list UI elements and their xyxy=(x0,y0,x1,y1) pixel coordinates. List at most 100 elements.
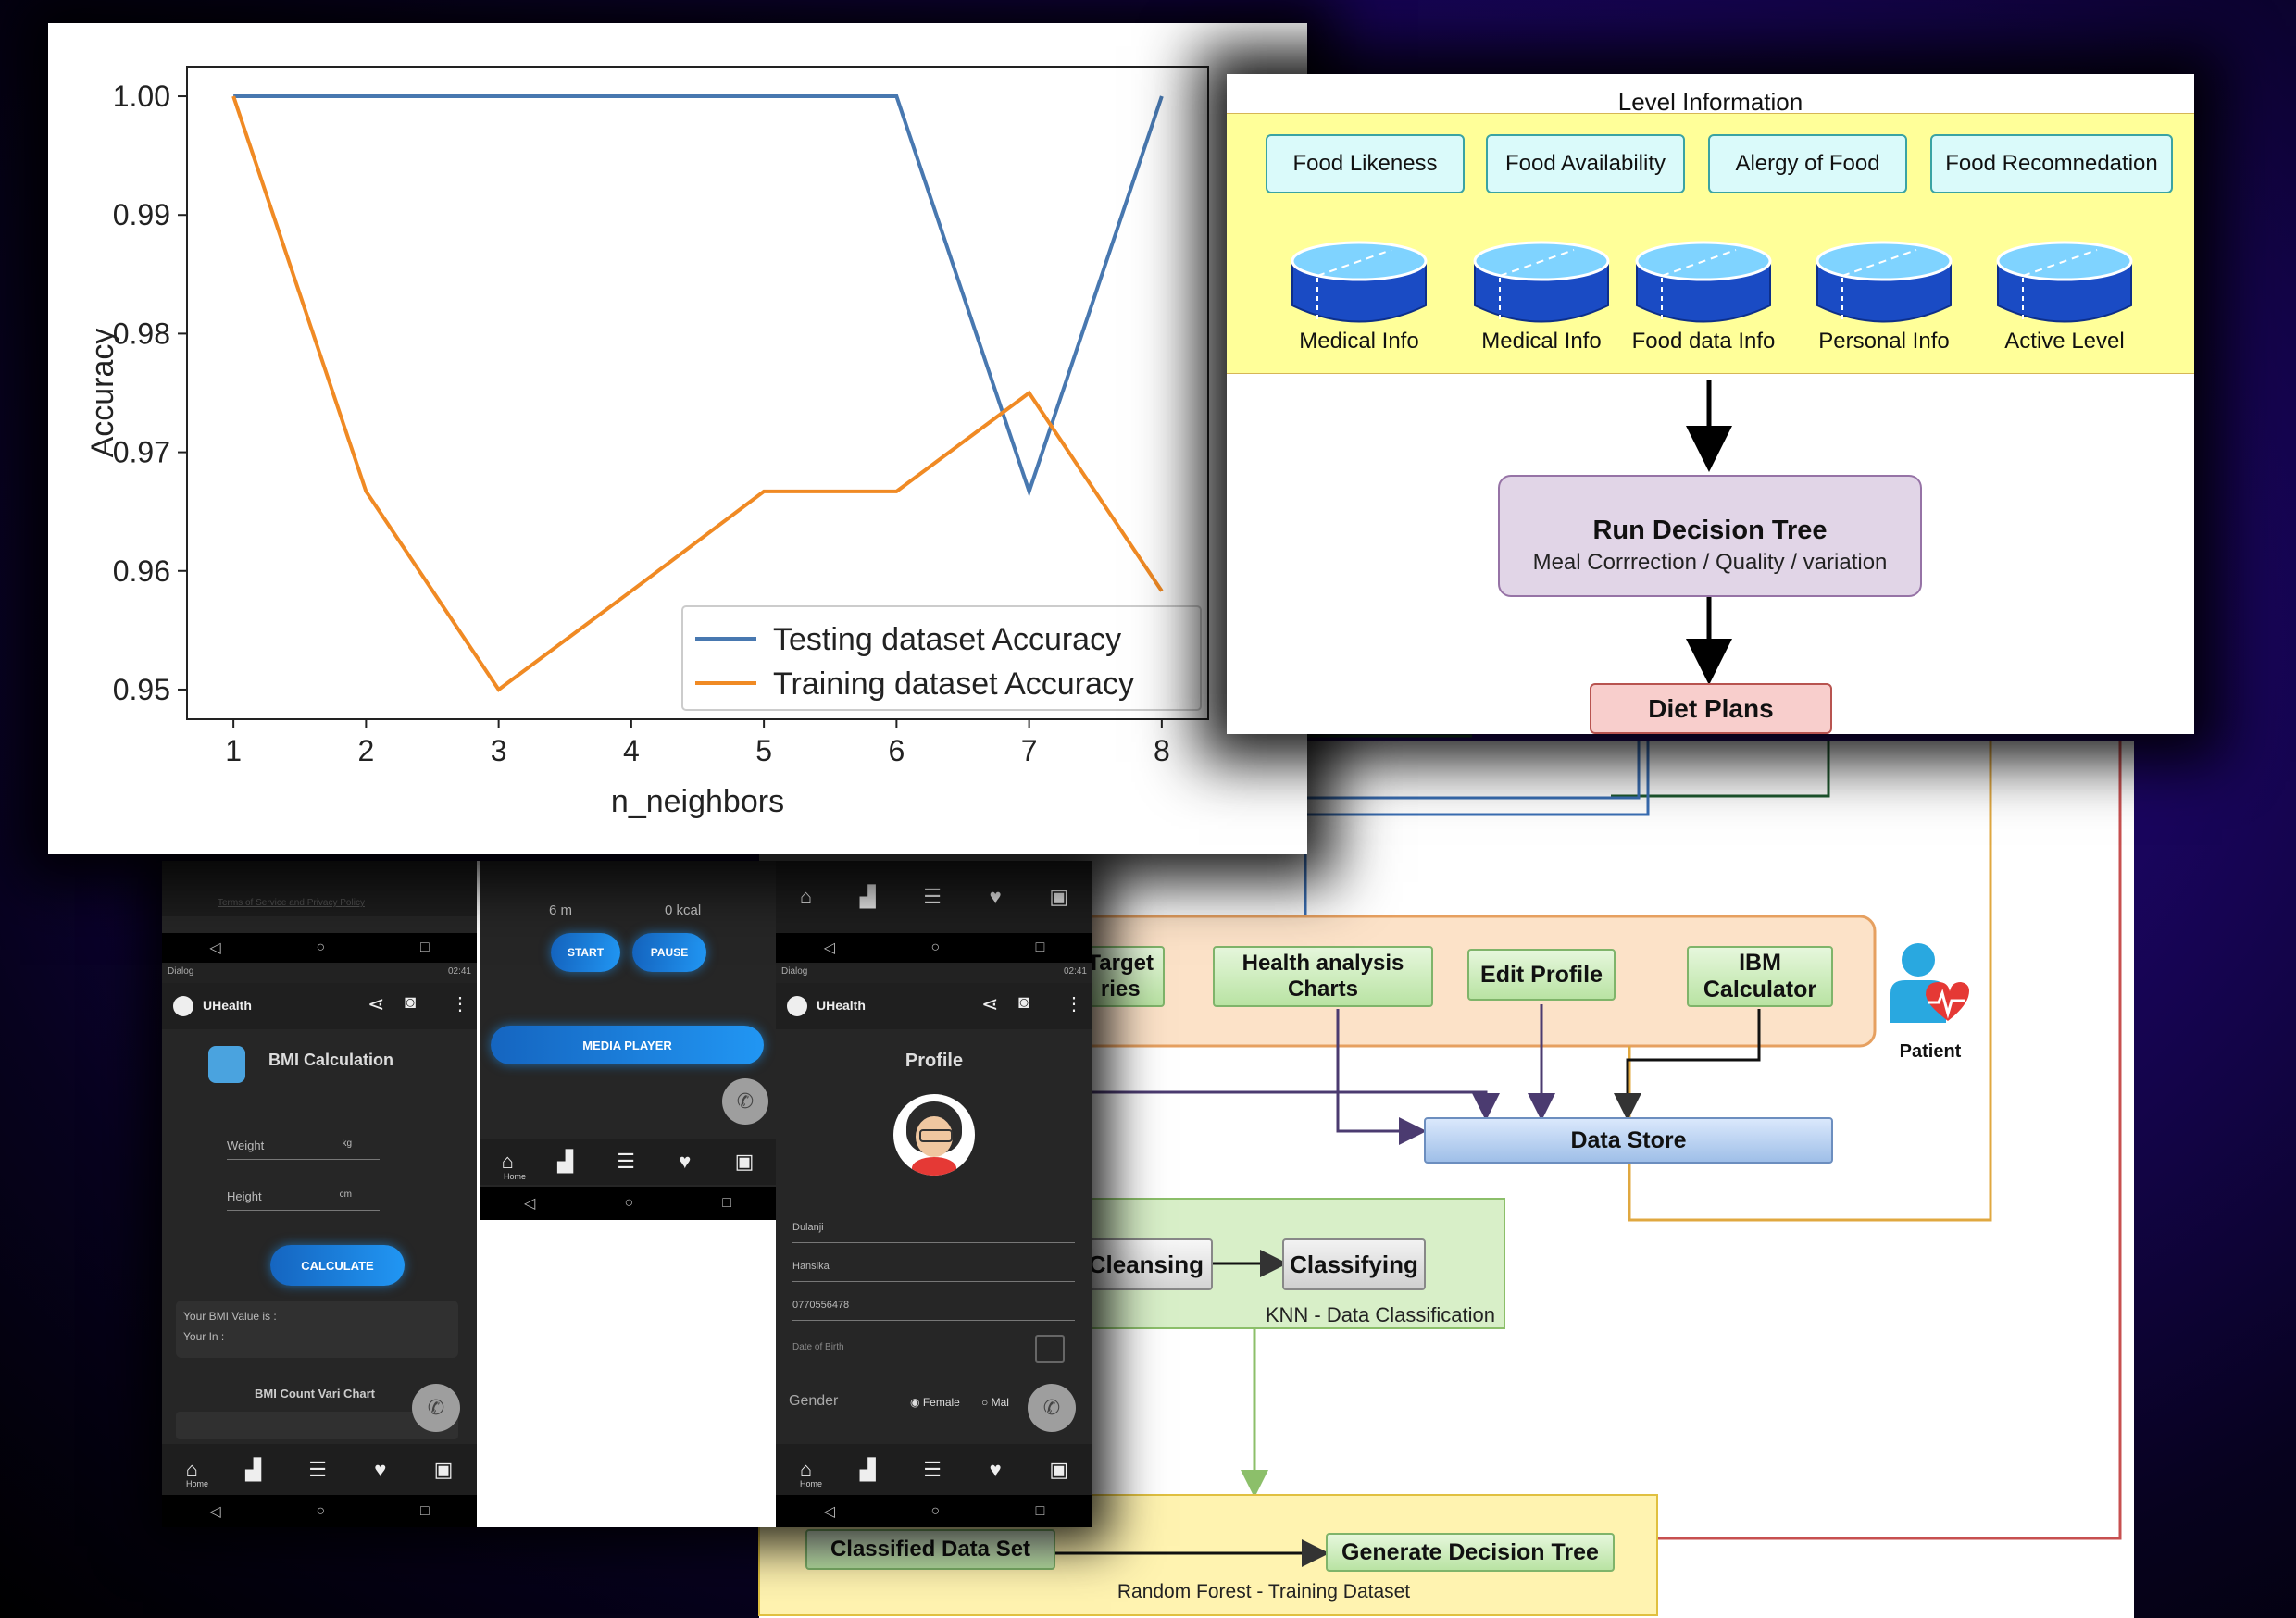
gallery-tab-icon[interactable]: ▣ xyxy=(1049,1457,1069,1481)
home-tab-icon[interactable]: ⌂ xyxy=(799,1457,813,1481)
stats-tab-icon[interactable]: ▟ xyxy=(859,885,876,908)
media-player-button[interactable]: MEDIA PLAYER xyxy=(491,1026,764,1064)
gallery-tab-icon[interactable]: ▣ xyxy=(1049,885,1069,908)
home-circle-icon[interactable]: ○ xyxy=(624,1195,634,1211)
x-tick-label: 4 xyxy=(623,734,640,767)
home-circle-icon[interactable]: ○ xyxy=(316,1502,326,1519)
run-decision-tree-box: Run Decision Tree Meal Corrrection / Qua… xyxy=(1498,475,1922,597)
accuracy-line-chart: Accuracy n_neighbors 0.950.960.970.980.9… xyxy=(85,66,1209,819)
decision-title: Run Decision Tree xyxy=(1592,516,1828,545)
x-tick-label: 8 xyxy=(1154,734,1170,767)
phone-profile-screen: ⌂▟☰♥▣ ◁○□ Dialog 02:41 UHealth ⋖ ◙ ⋮ Pro… xyxy=(776,861,1092,1527)
home-circle-icon[interactable]: ○ xyxy=(930,940,941,955)
heart-tab-icon[interactable]: ♥ xyxy=(989,1457,1002,1481)
start-button[interactable]: START xyxy=(551,933,620,972)
stat-calories: 0 kcal xyxy=(665,902,702,918)
back-icon[interactable]: ◁ xyxy=(209,940,221,956)
pause-button[interactable]: PAUSE xyxy=(632,933,706,972)
first-name-field[interactable]: Dulanji xyxy=(792,1222,1075,1243)
gender-label: Gender xyxy=(789,1393,839,1409)
gallery-tab-icon[interactable]: ▣ xyxy=(734,1150,755,1173)
database-icon-5 xyxy=(1995,241,2134,329)
edit-profile-box: Edit Profile xyxy=(1467,949,1616,1001)
male-radio[interactable]: ○ Mal xyxy=(981,1396,1009,1409)
home-tab-icon[interactable]: ⌂ xyxy=(185,1457,198,1481)
home-tab-icon[interactable]: ⌂ xyxy=(799,885,813,908)
dob-field[interactable]: Date of Birth xyxy=(792,1342,1024,1363)
back-icon[interactable]: ◁ xyxy=(823,1503,836,1520)
camera-icon[interactable]: ◙ xyxy=(1018,992,1030,1013)
bmi-title: BMI Calculation xyxy=(268,1051,394,1069)
recents-icon[interactable]: □ xyxy=(1035,1502,1045,1519)
recents-icon[interactable]: □ xyxy=(419,1502,430,1519)
camera-icon[interactable]: ◙ xyxy=(405,992,417,1013)
bmi-chart-label: BMI Count Vari Chart xyxy=(255,1387,376,1400)
recents-icon[interactable]: □ xyxy=(419,940,430,955)
app-bar: UHealth ⋖ ◙ ⋮ xyxy=(776,983,1092,1029)
home-circle-icon[interactable]: ○ xyxy=(930,1502,941,1519)
call-fab-icon[interactable]: ✆ xyxy=(722,1078,768,1125)
avatar[interactable] xyxy=(893,1094,975,1176)
share-icon[interactable]: ⋖ xyxy=(981,992,999,1015)
overflow-menu-icon[interactable]: ⋮ xyxy=(1065,994,1083,1014)
database-icon-1 xyxy=(1290,241,1429,329)
bottom-tab-bar: ⌂ ▟ ☰ ♥ ▣ xyxy=(776,1444,1092,1495)
y-tick-label: 0.95 xyxy=(113,673,170,706)
last-name-field[interactable]: Hansika xyxy=(792,1261,1075,1282)
app-title: UHealth xyxy=(817,998,866,1013)
list-tab-icon[interactable]: ☰ xyxy=(923,1457,942,1481)
recents-icon[interactable]: □ xyxy=(1035,940,1045,955)
list-tab-icon[interactable]: ☰ xyxy=(308,1457,328,1481)
terms-text[interactable]: Terms of Service and Privacy Policy xyxy=(218,898,365,908)
patient-icon xyxy=(1887,940,1970,1041)
female-radio[interactable]: ◉ Female xyxy=(910,1396,960,1409)
stats-tab-icon[interactable]: ▟ xyxy=(245,1457,262,1481)
android-nav-bar: ◁ ○ □ xyxy=(162,933,477,963)
diet-plans-box: Diet Plans xyxy=(1590,683,1832,734)
chart-strip xyxy=(176,1412,458,1439)
bmi-result-card: Your BMI Value is : Your In : xyxy=(176,1301,458,1358)
gallery-tab-icon[interactable]: ▣ xyxy=(433,1457,454,1481)
android-nav-bar-bottom: ◁ ○ □ xyxy=(776,1495,1092,1527)
android-nav-bar-bottom: ◁ ○ □ xyxy=(162,1495,477,1527)
y-tick-label: 0.98 xyxy=(113,317,170,350)
call-fab-icon[interactable]: ✆ xyxy=(412,1384,460,1432)
database-label-3: Food data Info xyxy=(1631,329,1776,354)
feature-box-4: Food Recomnedation xyxy=(1930,134,2173,193)
call-fab-icon[interactable]: ✆ xyxy=(1028,1384,1076,1432)
home-circle-icon[interactable]: ○ xyxy=(316,940,326,955)
calendar-icon[interactable] xyxy=(1035,1335,1065,1363)
x-tick-label: 7 xyxy=(1021,734,1038,767)
phone-field[interactable]: 0770556478 xyxy=(792,1300,1075,1321)
calculate-button[interactable]: CALCULATE xyxy=(270,1245,405,1286)
level-info-panel: Level Information Run Decision Tree Meal… xyxy=(1227,74,2194,734)
phone-bmi-screen: Terms of Service and Privacy Policy ◁○□ … xyxy=(162,861,477,1527)
overflow-menu-icon[interactable]: ⋮ xyxy=(451,994,469,1014)
heart-tab-icon[interactable]: ♥ xyxy=(989,885,1002,908)
heart-tab-icon[interactable]: ♥ xyxy=(679,1150,692,1173)
app-bar: UHealth ⋖ ◙ ⋮ xyxy=(162,983,477,1029)
heart-tab-icon[interactable]: ♥ xyxy=(374,1457,387,1481)
home-tab-icon[interactable]: ⌂ xyxy=(501,1150,514,1173)
bottom-tab-bar: ⌂ ▟ ☰ ♥ ▣ xyxy=(162,1444,477,1495)
list-tab-icon[interactable]: ☰ xyxy=(923,885,942,908)
scale-icon xyxy=(208,1046,245,1083)
random-forest-label: Random Forest - Training Dataset xyxy=(1117,1581,1411,1602)
back-icon[interactable]: ◁ xyxy=(209,1503,221,1520)
android-nav-bar: ◁ ○ □ xyxy=(480,1187,776,1220)
database-label-4: Personal Info xyxy=(1818,329,1950,354)
app-title: UHealth xyxy=(203,998,252,1013)
decision-subtitle: Meal Corrrection / Quality / variation xyxy=(1532,550,1888,575)
list-tab-icon[interactable]: ☰ xyxy=(617,1150,636,1173)
back-icon[interactable]: ◁ xyxy=(823,940,836,956)
stats-tab-icon[interactable]: ▟ xyxy=(557,1150,574,1173)
recents-icon[interactable]: □ xyxy=(722,1195,731,1211)
database-icon-4 xyxy=(1815,241,1953,329)
stats-tab-icon[interactable]: ▟ xyxy=(859,1457,876,1481)
app-logo-icon xyxy=(787,996,807,1016)
x-tick-label: 2 xyxy=(357,734,374,767)
share-icon[interactable]: ⋖ xyxy=(368,992,385,1015)
back-icon[interactable]: ◁ xyxy=(524,1196,536,1212)
